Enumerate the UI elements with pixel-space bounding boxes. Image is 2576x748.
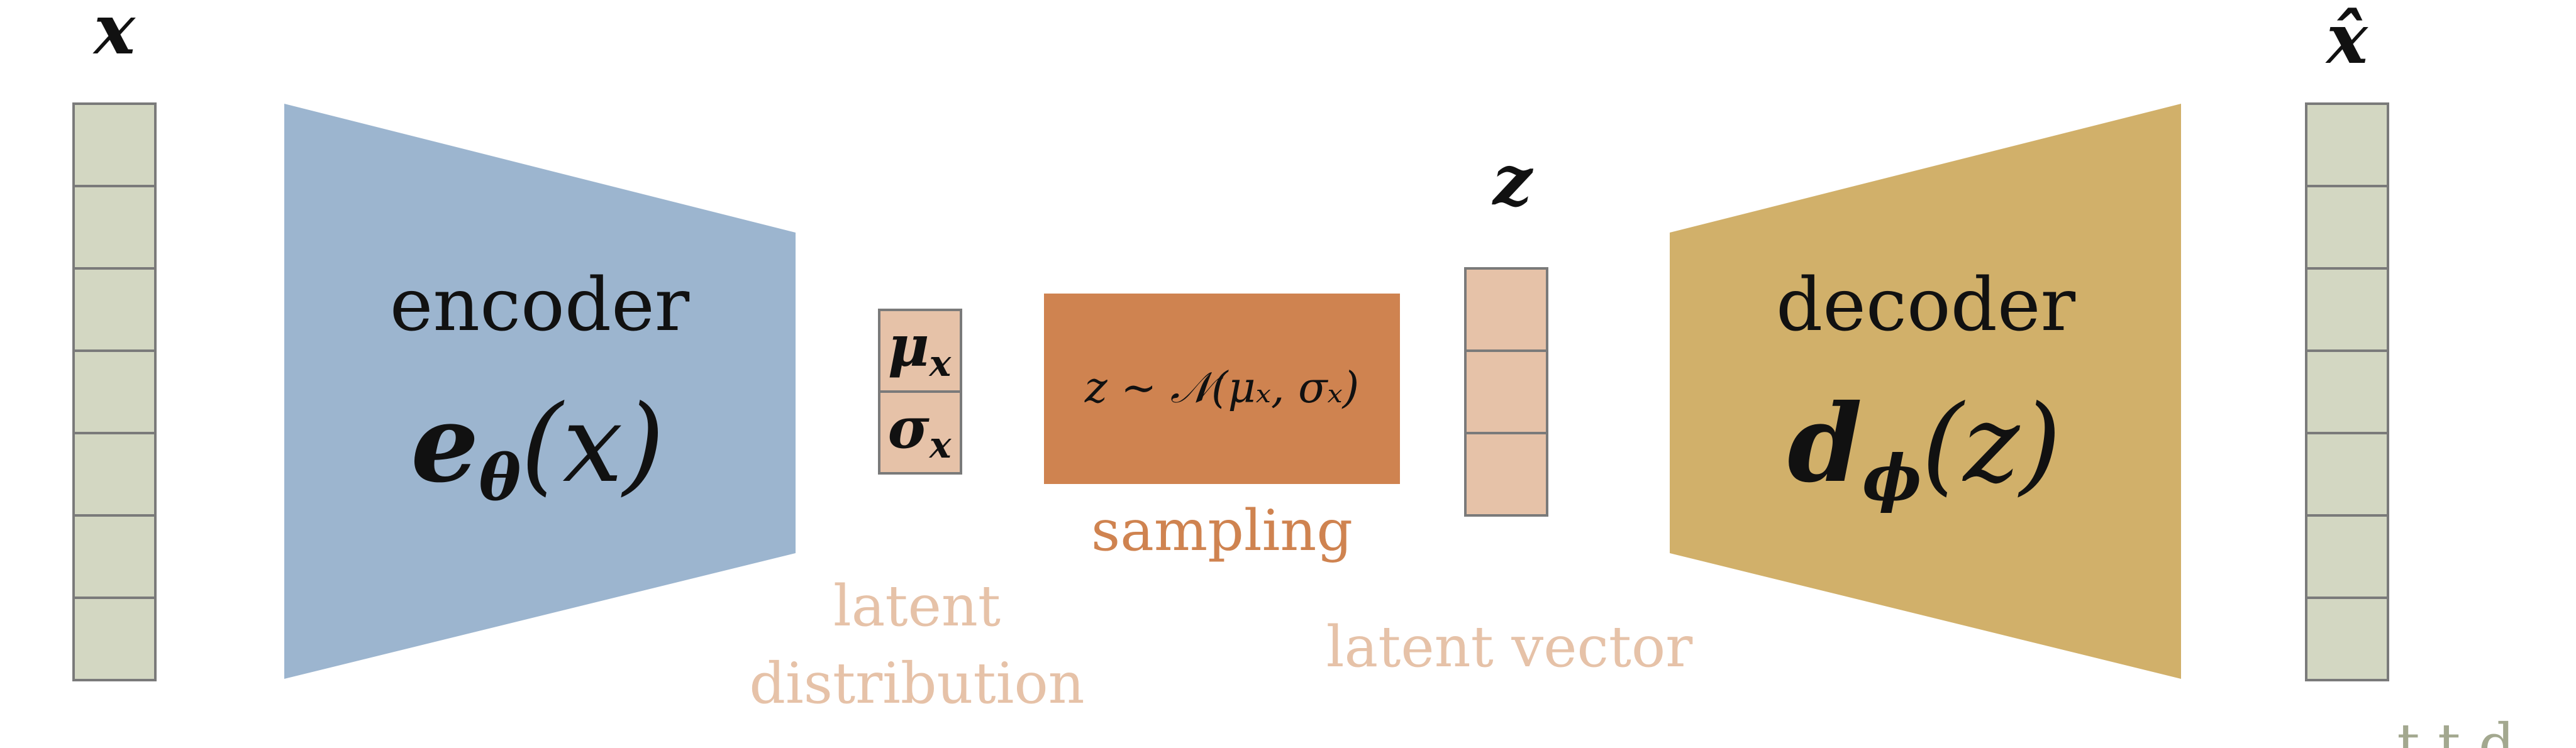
sigma-cell xyxy=(878,390,962,475)
output-vector xyxy=(2305,102,2389,681)
input-vector-cell xyxy=(72,102,157,187)
output-vector-cell xyxy=(2305,514,2389,599)
decoder-function: dϕ(z) xyxy=(1787,381,2061,515)
output-vector-cell xyxy=(2305,102,2389,187)
input-vector-cell xyxy=(72,432,157,517)
latent-vector-cell xyxy=(1464,432,1548,517)
latent-vector-cell xyxy=(1464,349,1548,434)
output-vector-cell xyxy=(2305,597,2389,681)
output-vector-cell xyxy=(2305,432,2389,517)
output-caption-fragment: t t d xyxy=(2397,712,2514,748)
output-symbol: x̂ xyxy=(2325,0,2368,79)
latent-distribution-caption-line2: distribution xyxy=(749,651,1084,717)
input-vector-cell xyxy=(72,349,157,434)
sampling-block xyxy=(1044,294,1400,484)
decoder-label: decoder xyxy=(1776,263,2076,348)
input-symbol: x xyxy=(92,0,136,70)
encoder-function: eθ(x) xyxy=(411,381,664,515)
latent-distribution-caption-line1: latent xyxy=(833,573,1001,639)
output-vector-cell xyxy=(2305,267,2389,352)
sampling-caption: sampling xyxy=(1091,498,1353,564)
latent-vector-symbol: z xyxy=(1492,140,1534,221)
latent-vector xyxy=(1464,267,1548,517)
latent-vector-caption: latent vector xyxy=(1326,614,1693,680)
latent-vector-cell xyxy=(1464,267,1548,352)
input-vector-cell xyxy=(72,267,157,352)
encoder-block xyxy=(284,104,796,679)
mu-symbol: μx xyxy=(888,313,952,385)
input-vector xyxy=(72,102,157,681)
encoder-label: encoder xyxy=(390,263,690,348)
output-vector-cell xyxy=(2305,185,2389,270)
decoder-block xyxy=(1670,104,2181,679)
input-vector-cell xyxy=(72,597,157,681)
input-vector-cell xyxy=(72,514,157,599)
sampling-formula: z ∼ 𝒩(μₓ, σₓ) xyxy=(1084,363,1359,413)
input-vector-cell xyxy=(72,185,157,270)
output-vector-cell xyxy=(2305,349,2389,434)
mu-cell xyxy=(878,309,962,393)
sigma-symbol: σx xyxy=(888,395,952,466)
